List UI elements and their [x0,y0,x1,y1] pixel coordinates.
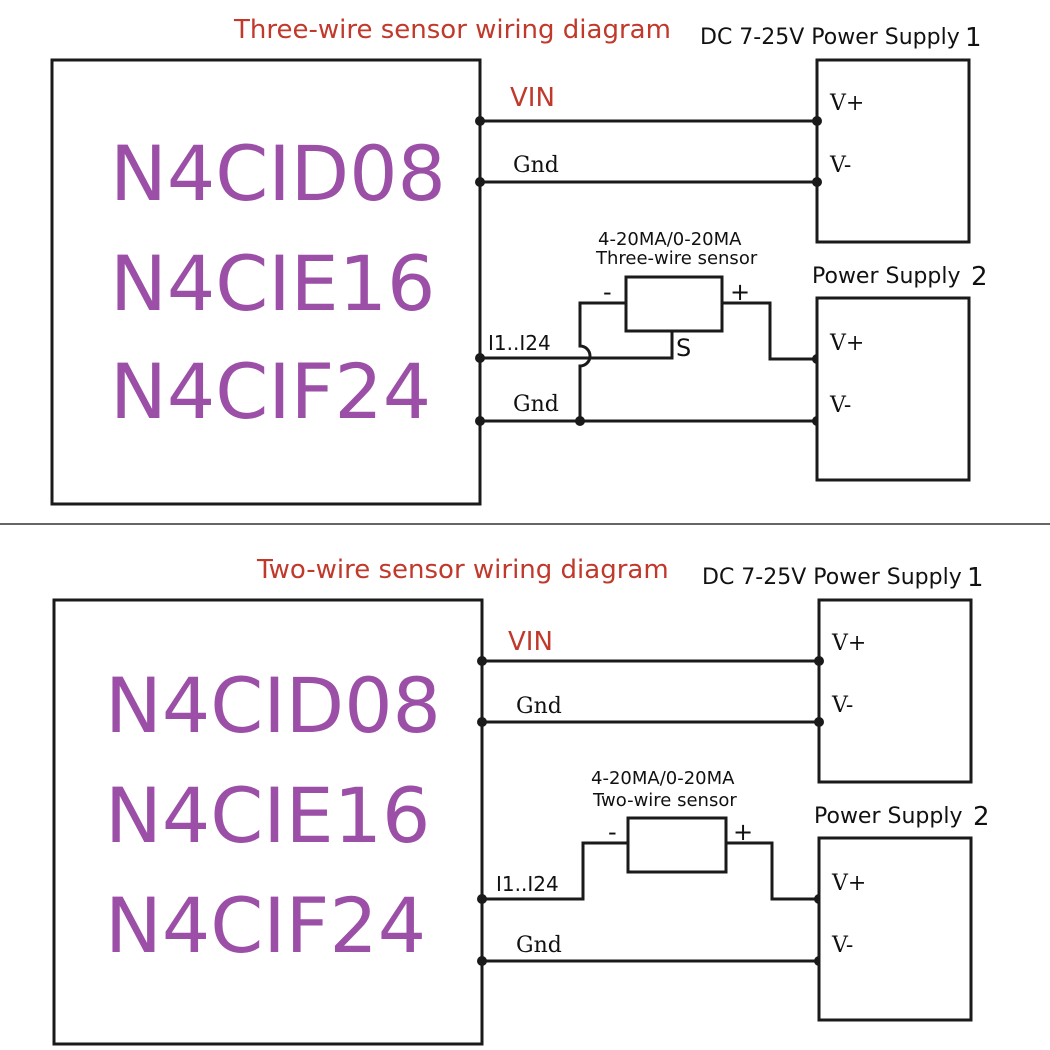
two-wire-title: Two-wire sensor wiring diagram [256,555,669,585]
three-wire-model-3: N4CIF24 [110,347,431,436]
three-wire-supply2-label: Power Supply [812,264,960,289]
two-wire-vin-label: VIN [508,627,553,657]
two-wire-supply2-box [817,836,973,1022]
two-wire-model-1: N4CID08 [105,661,441,750]
two-wire-sensor-minus: - [608,818,617,846]
three-wire-sensor-plus: + [730,278,750,306]
three-wire-supply1-number: 1 [965,23,982,53]
three-wire-model-1: N4CID08 [110,129,446,218]
two-wire-diagram: Two-wire sensor wiring diagram DC 7-25V … [52,555,990,1046]
three-wire-sensor-signal: S [676,334,691,362]
two-wire-sensor-range: 4-20MA/0-20MA [591,768,735,789]
two-wire-sensor-box [626,816,728,874]
three-wire-sensor-minus: - [603,278,612,306]
two-wire-supply2-label: Power Supply [814,804,962,829]
three-wire-model-2: N4CIE16 [110,239,435,328]
two-wire-sensor-plus-wire [726,841,819,901]
three-wire-supply2-vminus: V- [829,393,851,418]
three-wire-sensor-minus-wire [578,301,626,421]
three-wire-supply1-label: DC 7-25V Power Supply [700,25,960,50]
two-wire-supply1-box [817,598,973,784]
two-wire-vin-node-right [814,656,824,666]
three-wire-sensor-plus-wire [722,301,817,361]
two-wire-sensor-minus-wire [482,841,628,901]
three-wire-supply2-number: 2 [971,262,988,292]
two-wire-supply2-number: 2 [973,802,990,832]
three-wire-supply1-box [815,58,971,244]
two-wire-module-box [52,598,484,1046]
three-wire-sensor-box [624,275,724,333]
two-wire-gnd2-node-left [477,956,487,966]
two-wire-supply1-vminus: V- [831,693,853,718]
two-wire-supply2-vminus: V- [831,933,853,958]
two-wire-gnd-label: Gnd [516,694,562,719]
two-wire-sensor-plus: + [733,818,753,846]
three-wire-diagram: Three-wire sensor wiring diagram DC 7-25… [50,15,988,506]
three-wire-supply2-vplus: V+ [829,331,864,356]
two-wire-gnd-node-right [814,717,824,727]
three-wire-gnd-node-left [475,177,485,187]
three-wire-sensor-range: 4-20MA/0-20MA [598,229,742,250]
two-wire-model-3: N4CIF24 [105,881,426,970]
two-wire-gnd-node-left [477,717,487,727]
two-wire-supply2-vplus: V+ [831,871,866,896]
three-wire-vin-node-right [812,116,822,126]
three-wire-supply1-vminus: V- [829,153,851,178]
three-wire-vin-node-left [475,116,485,126]
two-wire-model-2: N4CIE16 [105,771,430,860]
three-wire-title: Three-wire sensor wiring diagram [233,15,671,45]
three-wire-sensor-signal-wire [480,331,674,360]
two-wire-gnd2-label: Gnd [516,933,562,958]
three-wire-gnd2-label: Gnd [513,392,559,417]
two-wire-input-node [477,894,487,904]
two-wire-sensor-name: Two-wire sensor [592,790,737,811]
three-wire-gnd2-node-mid [575,416,585,426]
three-wire-vin-label: VIN [510,83,555,113]
three-wire-module-box [50,58,482,506]
two-wire-supply1-vplus: V+ [831,631,866,656]
two-wire-input-label: I1..I24 [496,872,559,896]
three-wire-gnd-node-right [812,177,822,187]
three-wire-supply1-vplus: V+ [829,91,864,116]
three-wire-gnd-label: Gnd [513,153,559,178]
three-wire-gnd2-node-left [475,416,485,426]
three-wire-supply2-box [815,296,971,482]
two-wire-supply1-label: DC 7-25V Power Supply [702,565,962,590]
two-wire-supply1-number: 1 [967,563,984,593]
three-wire-input-label: I1..I24 [488,331,551,355]
three-wire-sensor-name: Three-wire sensor [595,248,758,269]
two-wire-vin-node-left [477,656,487,666]
three-wire-input-node [475,353,485,363]
